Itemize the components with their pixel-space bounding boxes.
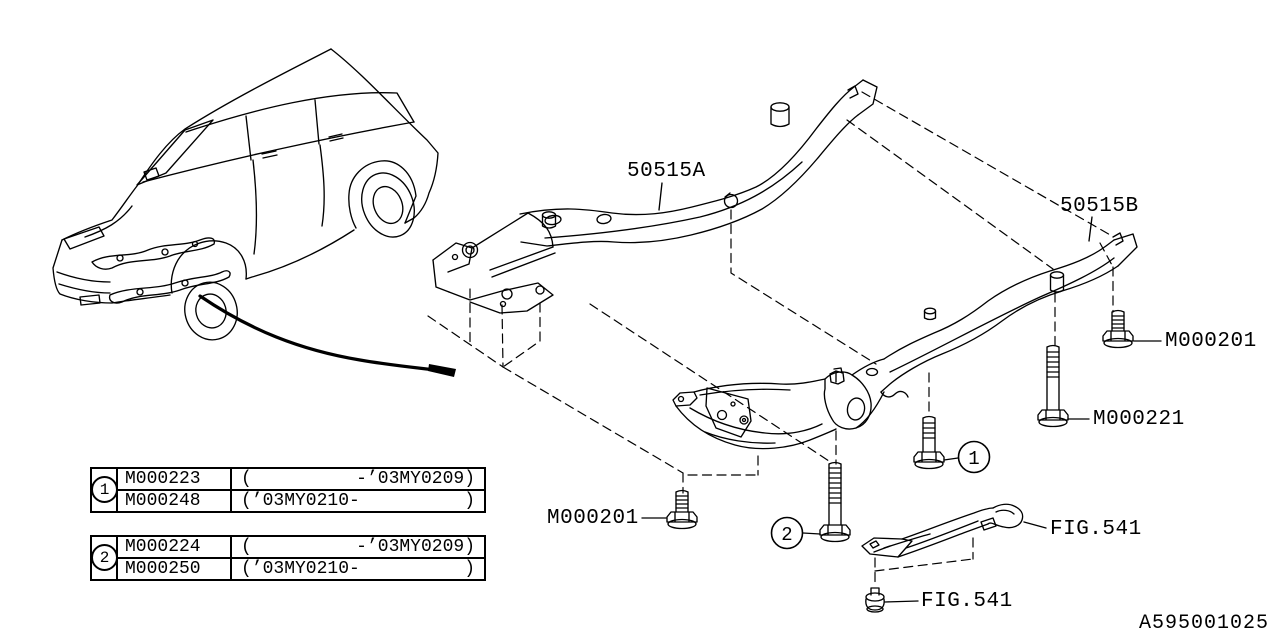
label-bolt-long: M000221: [1093, 408, 1185, 431]
application-table-2: M000224 ( -’03MY0209) M000250 (’03MY0210…: [90, 535, 486, 581]
table-1-callout-number: 1: [99, 480, 110, 499]
callout-1-number: 1: [968, 448, 979, 470]
leader-lines: [641, 182, 1162, 603]
front-crossmember-drawing: [432, 79, 878, 314]
label-bolt-right: M000201: [1165, 330, 1257, 353]
range-open: (’03MY0210-: [241, 491, 360, 511]
range-open: (: [241, 537, 252, 557]
part-number: M000223: [118, 469, 232, 489]
label-rear-crossmember: 50515B: [1060, 195, 1139, 218]
range-close: -’03MY0209): [356, 469, 475, 489]
label-fig541-bracket: FIG.541: [1050, 518, 1142, 541]
bolt-m000201-lower-drawing: [666, 489, 698, 530]
label-front-crossmember: 50515A: [627, 160, 706, 183]
part-number: M000224: [118, 537, 232, 557]
table-1-callout-badge: 1: [91, 476, 118, 503]
table-2-callout-badge: 2: [91, 544, 118, 571]
model-range: (’03MY0210- ): [232, 557, 484, 579]
range-close: ): [464, 559, 475, 579]
vehicle-illustration: [52, 48, 439, 341]
label-bolt-lower: M000201: [547, 507, 639, 530]
projection-lines: [427, 91, 1114, 588]
lower-crossmember-drawing: [672, 358, 885, 450]
fig541-clip-drawing: [865, 587, 885, 613]
application-table-1: M000223 ( -’03MY0209) M000248 (’03MY0210…: [90, 467, 486, 513]
table-2-callout-number: 2: [99, 548, 110, 567]
label-fig541-clip: FIG.541: [921, 590, 1013, 613]
bolt-callout2-drawing: [819, 461, 851, 543]
callout-2-number: 2: [781, 524, 792, 546]
model-range: ( -’03MY0209): [232, 469, 484, 489]
model-range: ( -’03MY0209): [232, 537, 484, 557]
callout-1-circle: 1: [957, 440, 991, 474]
bolt-callout1-drawing: [913, 415, 945, 470]
range-open: (: [241, 469, 252, 489]
part-number: M000250: [118, 557, 232, 579]
bolt-m000201-right-drawing: [1102, 309, 1134, 349]
range-close: ): [464, 491, 475, 511]
location-arrow: [198, 294, 456, 377]
rear-crossmember-drawing: [865, 232, 1138, 398]
bolt-m000221-drawing: [1037, 344, 1069, 428]
fig541-bracket-drawing: [861, 503, 1024, 558]
range-open: (’03MY0210-: [241, 559, 360, 579]
model-range: (’03MY0210- ): [232, 489, 484, 511]
drawing-number: A595001025: [1139, 612, 1270, 635]
range-close: -’03MY0209): [356, 537, 475, 557]
callout-2-circle: 2: [770, 516, 804, 550]
part-number: M000248: [118, 489, 232, 511]
